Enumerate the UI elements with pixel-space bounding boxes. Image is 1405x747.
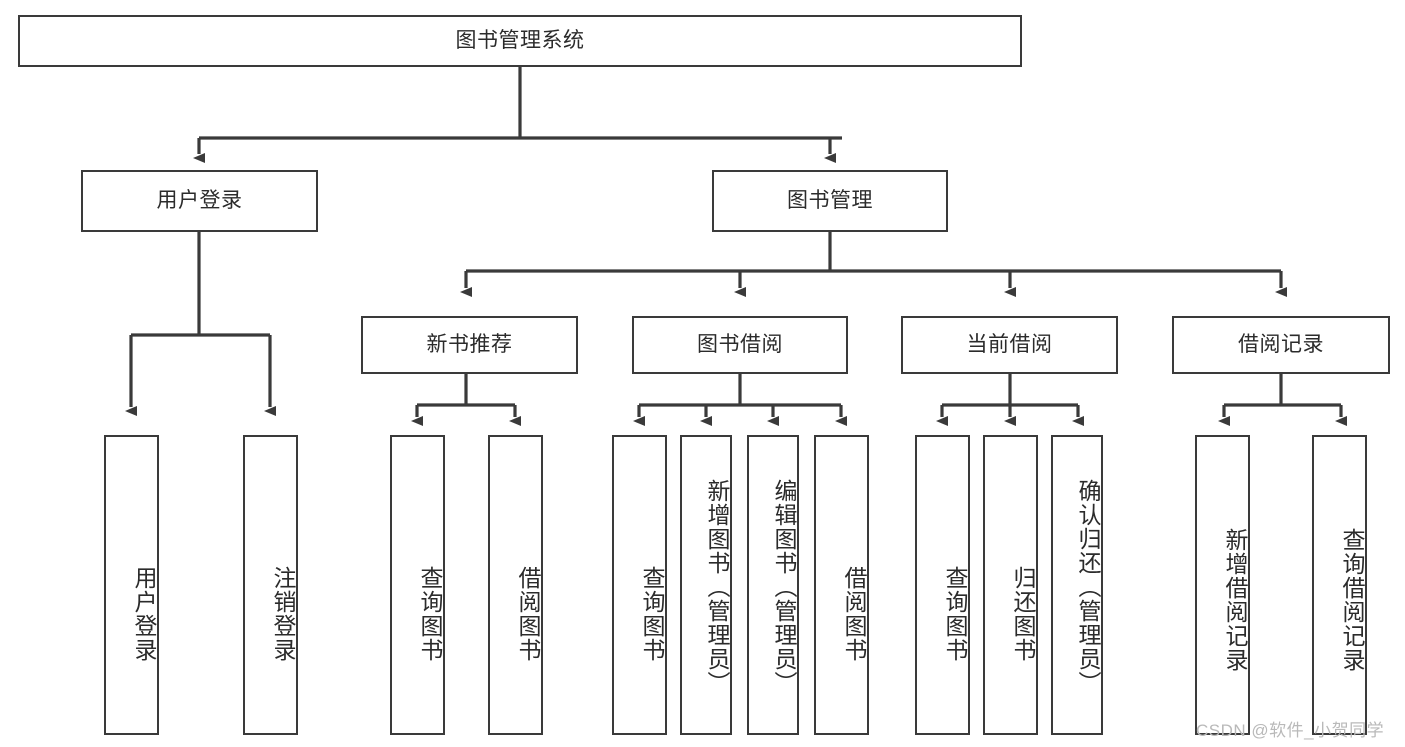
node-borrow-record[interactable]: 借阅记录 bbox=[1172, 316, 1390, 374]
node-label: 确认归还（管理员） bbox=[1075, 479, 1101, 695]
node-current-borrow[interactable]: 当前借阅 bbox=[901, 316, 1118, 374]
leaf-edit-book-admin[interactable]: 编辑图书（管理员） bbox=[747, 435, 799, 735]
node-label: 查询借阅记录 bbox=[1339, 528, 1365, 672]
leaf-query-book-current[interactable]: 查询图书 bbox=[915, 435, 970, 735]
node-label: 图书借阅 bbox=[697, 332, 783, 356]
node-label: 新书推荐 bbox=[426, 332, 513, 356]
csdn-watermark: CSDN @软件_小贺同学 bbox=[1196, 721, 1385, 740]
node-user-login[interactable]: 用户登录 bbox=[81, 170, 318, 232]
node-new-book-recommend[interactable]: 新书推荐 bbox=[361, 316, 578, 374]
node-label: 用户登录 bbox=[156, 188, 243, 212]
node-book-manage[interactable]: 图书管理 bbox=[712, 170, 948, 232]
leaf-borrow-book-recommend[interactable]: 借阅图书 bbox=[488, 435, 543, 735]
leaf-user-logout[interactable]: 注销登录 bbox=[243, 435, 298, 735]
leaf-add-book-admin[interactable]: 新增图书（管理员） bbox=[680, 435, 732, 735]
node-label: 借阅记录 bbox=[1238, 332, 1324, 356]
node-label: 用户登录 bbox=[131, 566, 157, 662]
node-label: 借阅图书 bbox=[515, 566, 541, 662]
node-label: 图书管理系统 bbox=[455, 28, 585, 52]
node-root-book-management-system[interactable]: 图书管理系统 bbox=[18, 15, 1022, 67]
node-label: 查询图书 bbox=[639, 566, 665, 662]
node-label: 新增借阅记录 bbox=[1222, 528, 1248, 672]
node-label: 当前借阅 bbox=[966, 332, 1053, 356]
leaf-confirm-return-admin[interactable]: 确认归还（管理员） bbox=[1051, 435, 1103, 735]
node-label: 图书管理 bbox=[787, 188, 873, 212]
leaf-user-login[interactable]: 用户登录 bbox=[104, 435, 159, 735]
leaf-query-borrow-record[interactable]: 查询借阅记录 bbox=[1312, 435, 1367, 735]
leaf-return-book[interactable]: 归还图书 bbox=[983, 435, 1038, 735]
leaf-add-borrow-record[interactable]: 新增借阅记录 bbox=[1195, 435, 1250, 735]
node-label: 查询图书 bbox=[942, 566, 968, 662]
node-label: 注销登录 bbox=[270, 566, 296, 662]
node-label: 归还图书 bbox=[1010, 566, 1036, 662]
leaf-query-book-recommend[interactable]: 查询图书 bbox=[390, 435, 445, 735]
node-label: 查询图书 bbox=[417, 566, 443, 662]
leaf-query-book-borrow[interactable]: 查询图书 bbox=[612, 435, 667, 735]
node-book-borrow[interactable]: 图书借阅 bbox=[632, 316, 848, 374]
node-label: 借阅图书 bbox=[841, 566, 867, 662]
leaf-borrow-book-borrow[interactable]: 借阅图书 bbox=[814, 435, 869, 735]
node-label: 编辑图书（管理员） bbox=[771, 479, 797, 695]
node-label: 新增图书（管理员） bbox=[704, 479, 730, 695]
